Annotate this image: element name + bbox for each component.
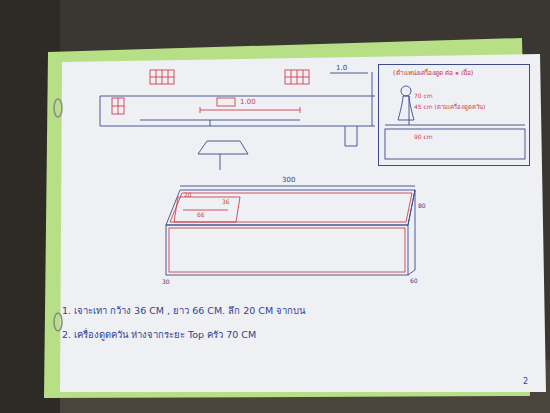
inset-frame: (ตำแหน่งเครื่องดูด ต่อ ๑ เมื่อ) (378, 64, 530, 166)
dimension: 300 (282, 177, 295, 185)
dimension: 1.00 (240, 99, 256, 107)
note: 1. เจาะเทา กว้าง 36 CM , ยาว 66 CM. ลึก … (62, 306, 305, 316)
inset-heading: (ตำแหน่งเครื่องดูด ต่อ ๑ เมื่อ) (379, 65, 529, 78)
dimension: 90 cm (414, 134, 433, 141)
dimension: 45 cm (ตามเครื่องดูดควัน) (414, 104, 485, 111)
dimension: 1.0 (336, 65, 347, 73)
dimension: 70 cm (414, 93, 433, 100)
dimension: 20 (184, 192, 192, 199)
dimension: 30 (162, 279, 170, 286)
dimension: 36 (222, 199, 230, 206)
dimension: 60 (410, 278, 418, 285)
page-number: 2 (523, 378, 528, 387)
note: 2. เครื่องดูดควัน ห่างจากระยะ Top ครัว 7… (62, 330, 256, 340)
dimension: 80 (418, 203, 426, 210)
dimension: 66 (197, 212, 205, 219)
